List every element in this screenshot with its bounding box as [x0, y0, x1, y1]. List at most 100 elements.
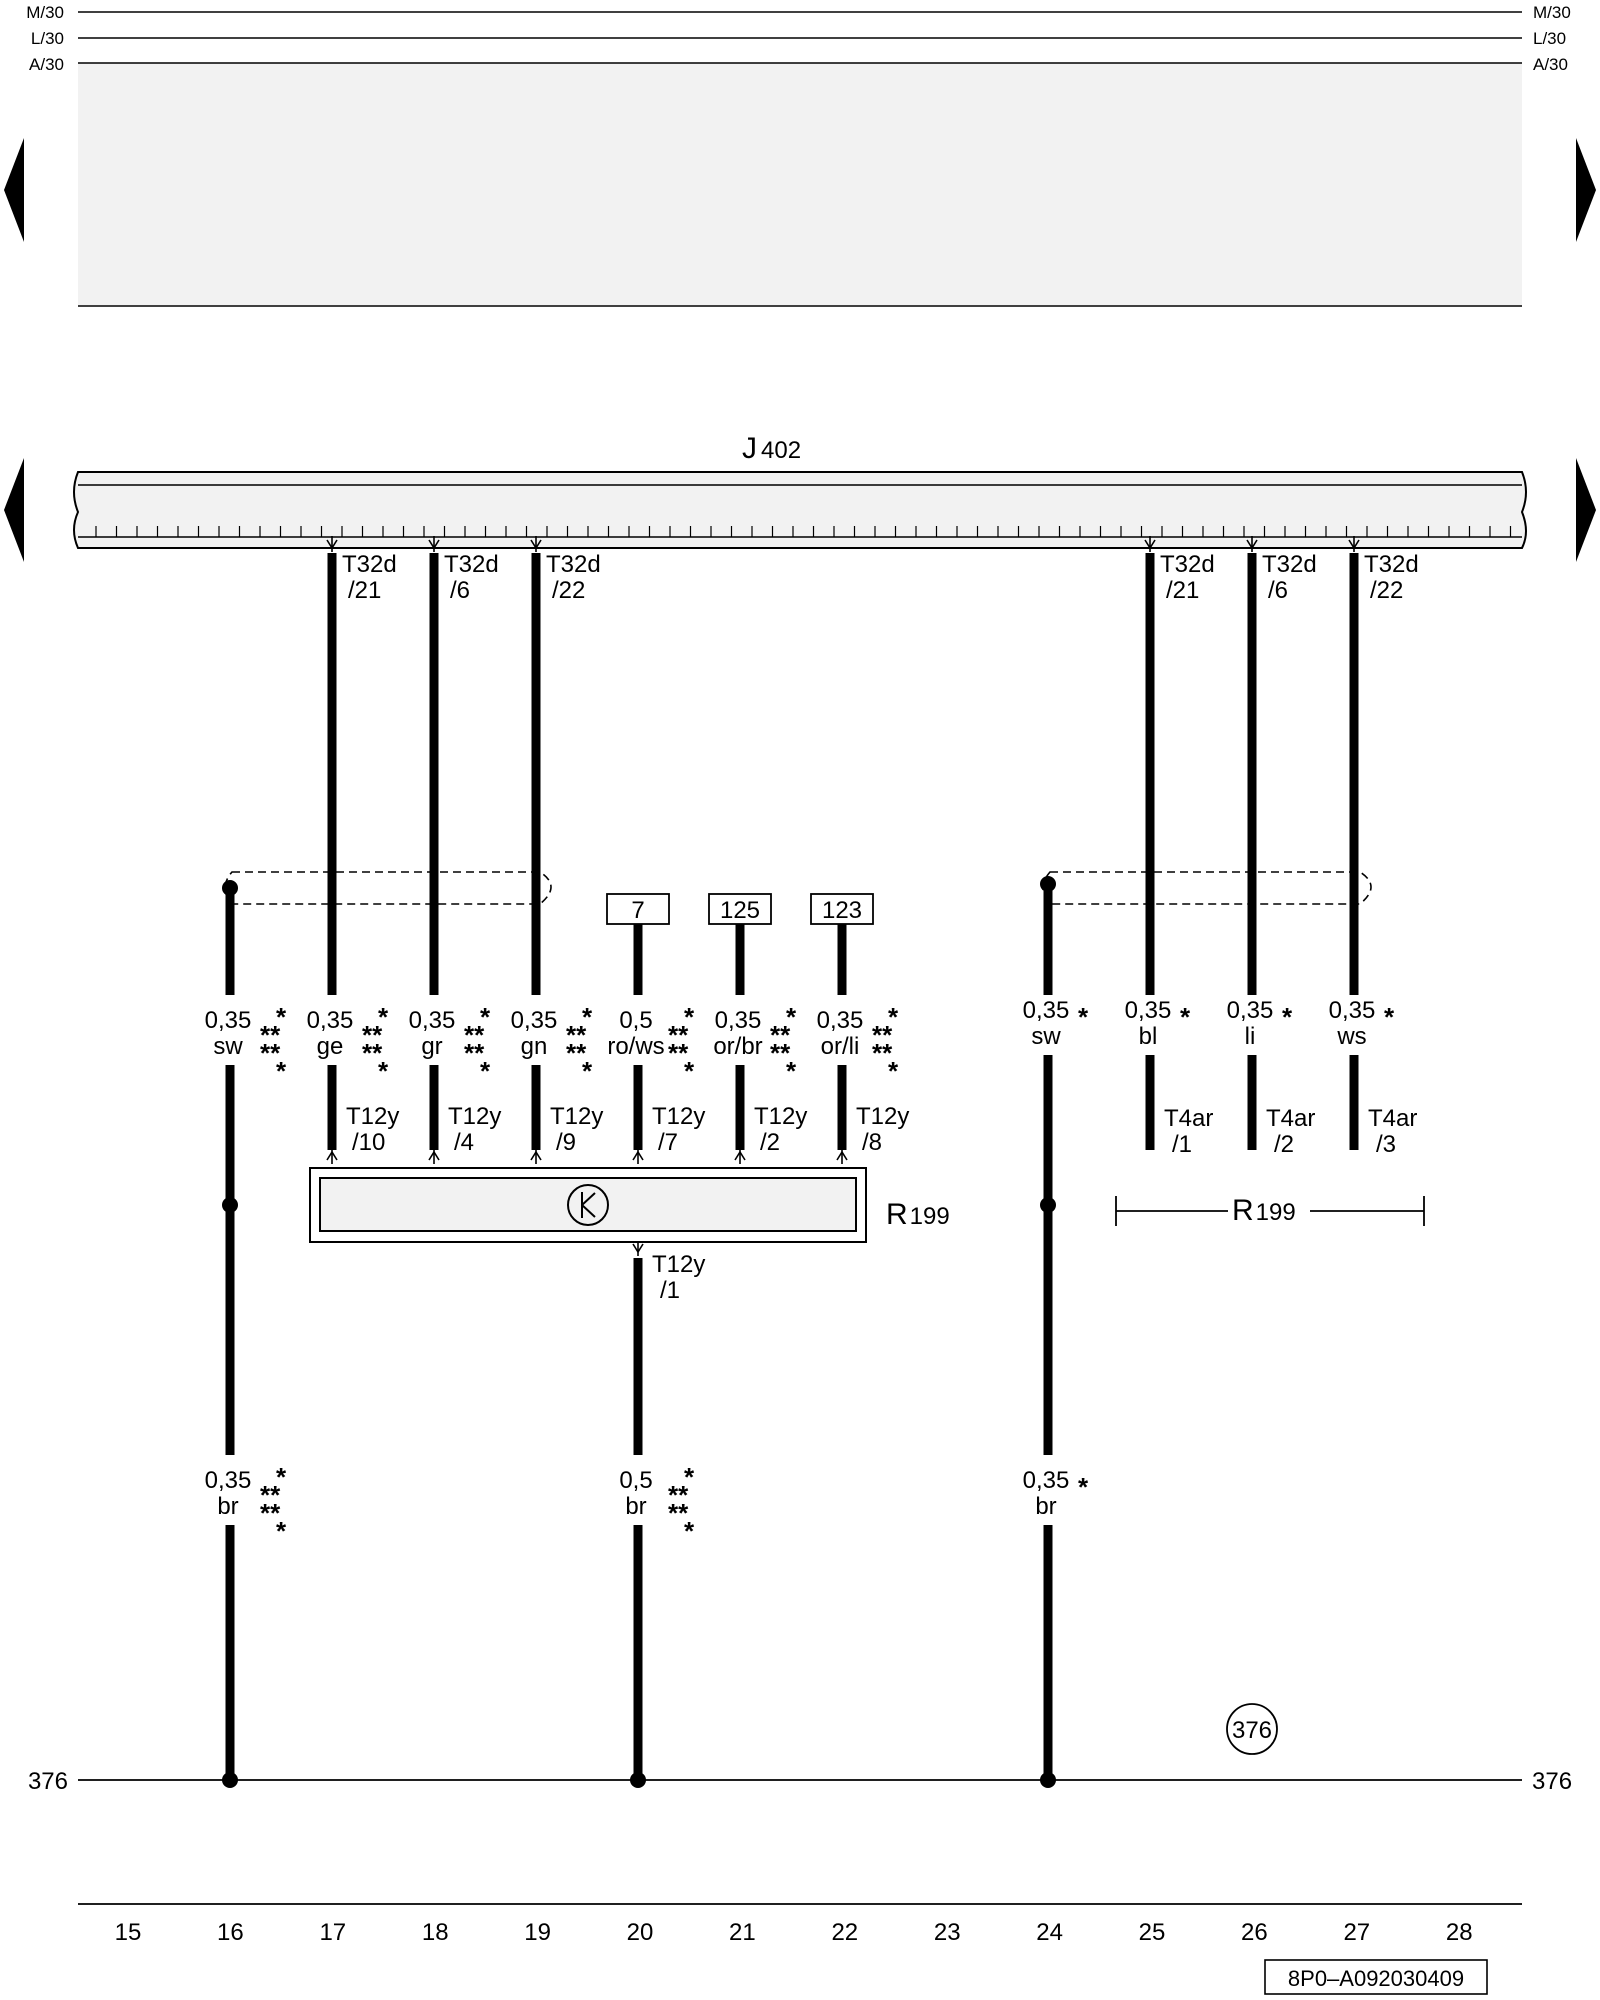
connector-name: T32d: [1364, 551, 1419, 578]
connector-pin: /2: [1274, 1131, 1294, 1158]
wire-color-label: br: [625, 1493, 646, 1520]
ground-rail: 376 376 376: [28, 1703, 1572, 1795]
star-mark: *: [276, 1002, 287, 1032]
wire-option-stars: ******: [668, 1462, 695, 1546]
wire-option-stars: *: [1282, 1002, 1293, 1032]
star-mark: **: [668, 1020, 689, 1050]
wire-size-label: 0,35: [1227, 997, 1274, 1024]
wire-option-stars: *: [1180, 1002, 1191, 1032]
wire-size-label: 0,35: [1329, 997, 1376, 1024]
wire-size-label: 0,35: [307, 1007, 354, 1034]
wire-option-stars: *: [1384, 1002, 1395, 1032]
star-mark: **: [770, 1020, 791, 1050]
wire-color-label: gn: [521, 1033, 548, 1060]
ground-point-ref: [1226, 1703, 1278, 1755]
wire-size-label: 0,35: [511, 1007, 558, 1034]
wire-option-stars: ******: [770, 1002, 797, 1086]
figure-code-box: 8P0–A092030409: [1264, 1959, 1488, 1995]
prev-page-arrow-icon[interactable]: [4, 138, 24, 242]
component-r199-bracket: R199: [1115, 1194, 1425, 1227]
star-mark: **: [566, 1020, 587, 1050]
wire-option-stars: *: [1078, 1002, 1089, 1032]
connector-name: T12y: [652, 1251, 705, 1278]
wire-size-label: 0,35: [205, 1467, 252, 1494]
connector-name: T4ar: [1368, 1105, 1417, 1132]
wire-color-label: ws: [1336, 1023, 1366, 1050]
column-number: 27: [1343, 1919, 1370, 1946]
reference-box[interactable]: [708, 893, 772, 925]
shield-loops: [224, 871, 1372, 905]
junction-dot: [1040, 1197, 1056, 1213]
wire-size-label: 0,5: [619, 1007, 652, 1034]
power-rails: M/30 L/30 A/30 M/30 L/30 A/30: [26, 3, 1571, 307]
rail-label-right: L/30: [1533, 29, 1566, 48]
junction-dot: [222, 1197, 238, 1213]
wire-option-stars: *: [1078, 1472, 1089, 1502]
wire-option-stars: ******: [668, 1002, 695, 1086]
wire-option-stars: ******: [260, 1462, 287, 1546]
connector-pin: /21: [1166, 577, 1199, 604]
connector-name: T12y: [448, 1103, 501, 1130]
star-mark: **: [464, 1038, 485, 1068]
component-label-r199: R199: [886, 1198, 950, 1231]
wire-color-label: or/br: [713, 1033, 762, 1060]
star-mark: **: [464, 1020, 485, 1050]
connector-name: T32d: [546, 551, 601, 578]
star-mark: **: [362, 1038, 383, 1068]
wire-size-label: 0,35: [1023, 1467, 1070, 1494]
rail-label-left: L/30: [31, 29, 64, 48]
connector-pin: /4: [454, 1129, 474, 1156]
wire-option-stars: ******: [566, 1002, 593, 1086]
ground-point-ref-label: 376: [1232, 1717, 1272, 1744]
wire-color-label: gr: [421, 1033, 442, 1060]
column-number: 25: [1139, 1919, 1166, 1946]
connector-name: T4ar: [1266, 1105, 1315, 1132]
wire-option-stars: ******: [260, 1002, 287, 1086]
wire-color-label: bl: [1139, 1023, 1158, 1050]
wire-size-label: 0,35: [715, 1007, 762, 1034]
connector-pin: /8: [862, 1129, 882, 1156]
connector-name: T32d: [1262, 551, 1317, 578]
connector-pin: /6: [1268, 577, 1288, 604]
rail-label-right: A/30: [1533, 55, 1568, 74]
ground-rail-label: 376: [1532, 1768, 1572, 1795]
shield-loop: [224, 871, 552, 905]
wire-color-label: li: [1245, 1023, 1256, 1050]
wire-size-label: 0,35: [409, 1007, 456, 1034]
connector-name: T32d: [1160, 551, 1215, 578]
next-page-arrow-icon[interactable]: [1576, 138, 1596, 242]
component-label-r199: R199: [1232, 1194, 1296, 1227]
star-mark: *: [276, 1462, 287, 1492]
column-number: 28: [1446, 1919, 1473, 1946]
wire-color-label: br: [217, 1493, 238, 1520]
wire-size-label: 0,35: [817, 1007, 864, 1034]
column-number: 15: [115, 1919, 142, 1946]
star-mark: *: [1180, 1002, 1191, 1032]
next-page-arrow-icon[interactable]: [1576, 458, 1596, 562]
wire-size-label: 0,5: [619, 1467, 652, 1494]
column-number: 24: [1036, 1919, 1063, 1946]
wire-color-label: ge: [317, 1033, 344, 1060]
reference-box[interactable]: [606, 893, 670, 925]
connector-name: T12y: [550, 1103, 603, 1130]
star-mark: **: [872, 1020, 893, 1050]
connector-pin: /1: [1172, 1131, 1192, 1158]
star-mark: *: [684, 1462, 695, 1492]
connector-name: T4ar: [1164, 1105, 1213, 1132]
star-mark: **: [668, 1480, 689, 1510]
reference-box[interactable]: [810, 893, 874, 925]
column-number: 21: [729, 1919, 756, 1946]
wire-color-label: br: [1035, 1493, 1056, 1520]
connector-name: T12y: [652, 1103, 705, 1130]
connector-name: T12y: [856, 1103, 909, 1130]
connector-name: T32d: [342, 551, 397, 578]
star-mark: *: [684, 1056, 695, 1086]
star-mark: *: [1078, 1472, 1089, 1502]
prev-page-arrow-icon[interactable]: [4, 458, 24, 562]
connector-pin: /3: [1376, 1131, 1396, 1158]
rail-shading: [78, 63, 1522, 305]
reference-box-label: 123: [822, 897, 862, 924]
component-r199: R199: [309, 1167, 950, 1243]
connector-name: T12y: [346, 1103, 399, 1130]
